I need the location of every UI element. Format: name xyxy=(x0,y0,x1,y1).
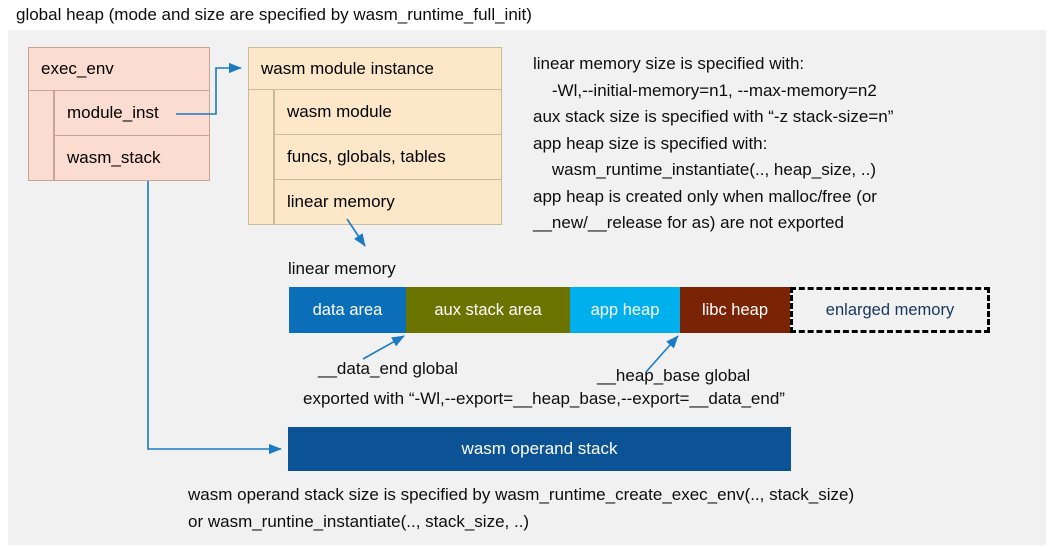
wasm-operand-stack-label: wasm operand stack xyxy=(461,439,618,458)
memory-segment-enlarged-memory: enlarged memory xyxy=(790,287,990,333)
memory-segment-libc-heap-label: libc heap xyxy=(701,300,769,319)
wasm-operand-stack-bar: wasm operand stack xyxy=(288,427,791,471)
page-title: global heap (mode and size are specified… xyxy=(16,5,532,24)
module-instance-gutter xyxy=(248,90,274,225)
memory-segment-data-area: data area xyxy=(289,287,406,333)
linear-memory-caption: linear memory xyxy=(288,259,396,278)
memory-segment-aux-stack-area-label: aux stack area xyxy=(434,300,542,319)
module-instance-row-wasm-module: wasm module xyxy=(274,90,502,135)
exec-env-header-label: exec_env xyxy=(41,59,114,78)
module-instance-header: wasm module instance xyxy=(248,47,502,90)
exec-env-row-wasm-stack-label: wasm_stack xyxy=(67,148,161,167)
module-instance-row-linear-memory-label: linear memory xyxy=(287,192,395,211)
operand-stack-notes: wasm operand stack size is specified by … xyxy=(188,485,855,531)
memory-segment-app-heap-label: app heap xyxy=(590,300,660,319)
exec-env-row-module-inst: module_inst xyxy=(54,91,210,136)
module-instance-row-funcs-globals-tables-label: funcs, globals, tables xyxy=(287,147,446,166)
exec-env-header: exec_env xyxy=(28,47,210,91)
annotation-data-end: __data_end global xyxy=(318,359,458,378)
memory-segment-app-heap: app heap xyxy=(570,287,680,333)
memory-segment-data-area-label: data area xyxy=(312,300,383,319)
module-instance-header-label: wasm module instance xyxy=(261,58,434,78)
memory-segment-libc-heap: libc heap xyxy=(680,287,790,333)
module-instance-row-linear-memory: linear memory xyxy=(274,180,502,225)
exec-env-row-module-inst-label: module_inst xyxy=(67,103,159,122)
memory-segment-aux-stack-area: aux stack area xyxy=(406,287,570,333)
module-instance-row-wasm-module-label: wasm module xyxy=(287,102,392,121)
annotation-heap-base: __heap_base global xyxy=(597,366,751,385)
module-instance-row-funcs-globals-tables: funcs, globals, tables xyxy=(274,135,502,180)
linear-memory-notes: linear memory size is specified with: -W… xyxy=(533,54,894,232)
exec-env-gutter xyxy=(28,91,54,181)
exec-env-row-wasm-stack: wasm_stack xyxy=(54,136,210,181)
memory-segment-enlarged-memory-label: enlarged memory xyxy=(825,300,955,319)
annotation-exported-with: exported with “-Wl,--export=__heap_base,… xyxy=(303,389,785,408)
linear-memory-bar: data area aux stack area app heap libc h… xyxy=(289,287,990,333)
